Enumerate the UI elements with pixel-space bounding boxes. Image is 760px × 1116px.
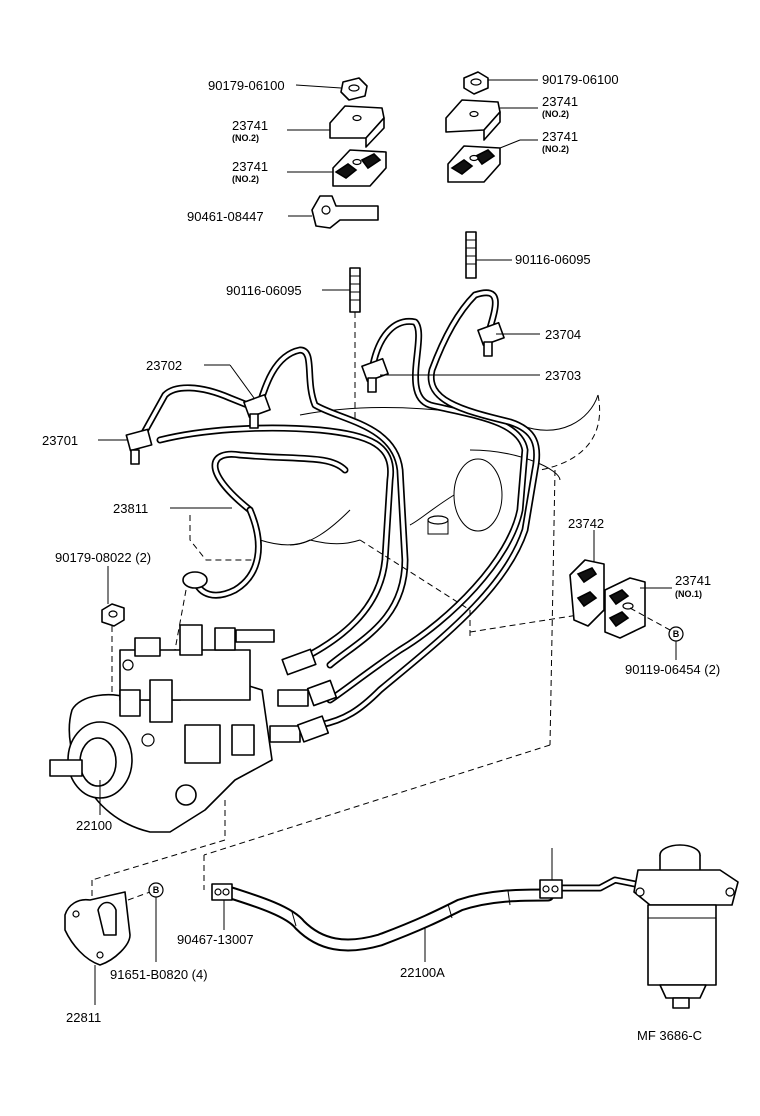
- marker-b-right: B: [668, 626, 684, 642]
- label-bracket-22811: 22811: [66, 1010, 101, 1025]
- label-bolt-90119: 90119-06454 (2): [625, 662, 720, 677]
- stud-right: [465, 231, 477, 279]
- label-bracket-bolt: 90461-08447: [187, 209, 264, 224]
- label-nut-top-right: 90179-06100: [542, 72, 619, 87]
- label-stud-right: 90116-06095: [515, 252, 591, 267]
- label-clamp-23742: 23742: [568, 516, 604, 531]
- label-clamp-tr2: 23741: [542, 129, 578, 144]
- injection-pump: [49, 624, 338, 833]
- nut-90179-08022: [101, 603, 125, 627]
- clamp-23741-no1: [604, 577, 646, 639]
- svg-text:B: B: [153, 885, 160, 895]
- marker-b-left: B: [148, 882, 164, 898]
- label-pipe-23811: 23811: [113, 501, 148, 516]
- label-pipe-23701: 23701: [42, 433, 78, 448]
- label-hose-22100a: 22100A: [400, 965, 445, 980]
- label-stud-left: 90116-06095: [226, 283, 302, 298]
- label-nut-90179-08022: 90179-08022 (2): [55, 550, 151, 565]
- svg-text:B: B: [673, 629, 680, 639]
- clamp-no2-top-left-lower: [332, 149, 387, 187]
- pipe-nuts: [125, 321, 505, 589]
- nut-top-left: [340, 77, 368, 101]
- nut-top-right: [463, 71, 489, 95]
- clamp-no2-top-right-lower: [447, 145, 501, 183]
- label-clamp-tl2: 23741: [232, 159, 268, 174]
- clip-left: [211, 883, 233, 901]
- label-clamp-tl2-sub: (NO.2): [232, 174, 259, 184]
- label-clamp-tl1: 23741: [232, 118, 268, 133]
- injection-pipes: [136, 289, 541, 729]
- figure-code: MF 3686-C: [637, 1028, 702, 1043]
- label-pipe-23704: 23704: [545, 327, 581, 342]
- label-bolt-91651: 91651-B0820 (4): [110, 967, 208, 982]
- clamp-23742: [569, 559, 605, 627]
- label-pipe-23703: 23703: [545, 368, 581, 383]
- clamp-no2-top-left-upper: [329, 105, 385, 148]
- label-clamp-23741-no1-sub: (NO.1): [675, 589, 702, 599]
- label-clamp-tr2-sub: (NO.2): [542, 144, 569, 154]
- clip-right: [539, 879, 563, 899]
- fuel-hose: [221, 876, 644, 952]
- label-clamp-tr1: 23741: [542, 94, 578, 109]
- stud-left: [349, 267, 361, 313]
- label-pipe-23702: 23702: [146, 358, 182, 373]
- label-clip-left: 90467-13007: [177, 932, 254, 947]
- label-clamp-23741-no1: 23741: [675, 573, 711, 588]
- fuel-filter: [633, 844, 739, 1009]
- label-clamp-tl1-sub: (NO.2): [232, 133, 259, 143]
- label-pump: 22100: [76, 818, 112, 833]
- bracket-22811: [64, 891, 131, 966]
- clamp-no2-top-right-upper: [445, 99, 501, 141]
- label-nut-top-left: 90179-06100: [208, 78, 285, 93]
- label-clamp-tr1-sub: (NO.2): [542, 109, 569, 119]
- bracket-90461: [311, 195, 379, 229]
